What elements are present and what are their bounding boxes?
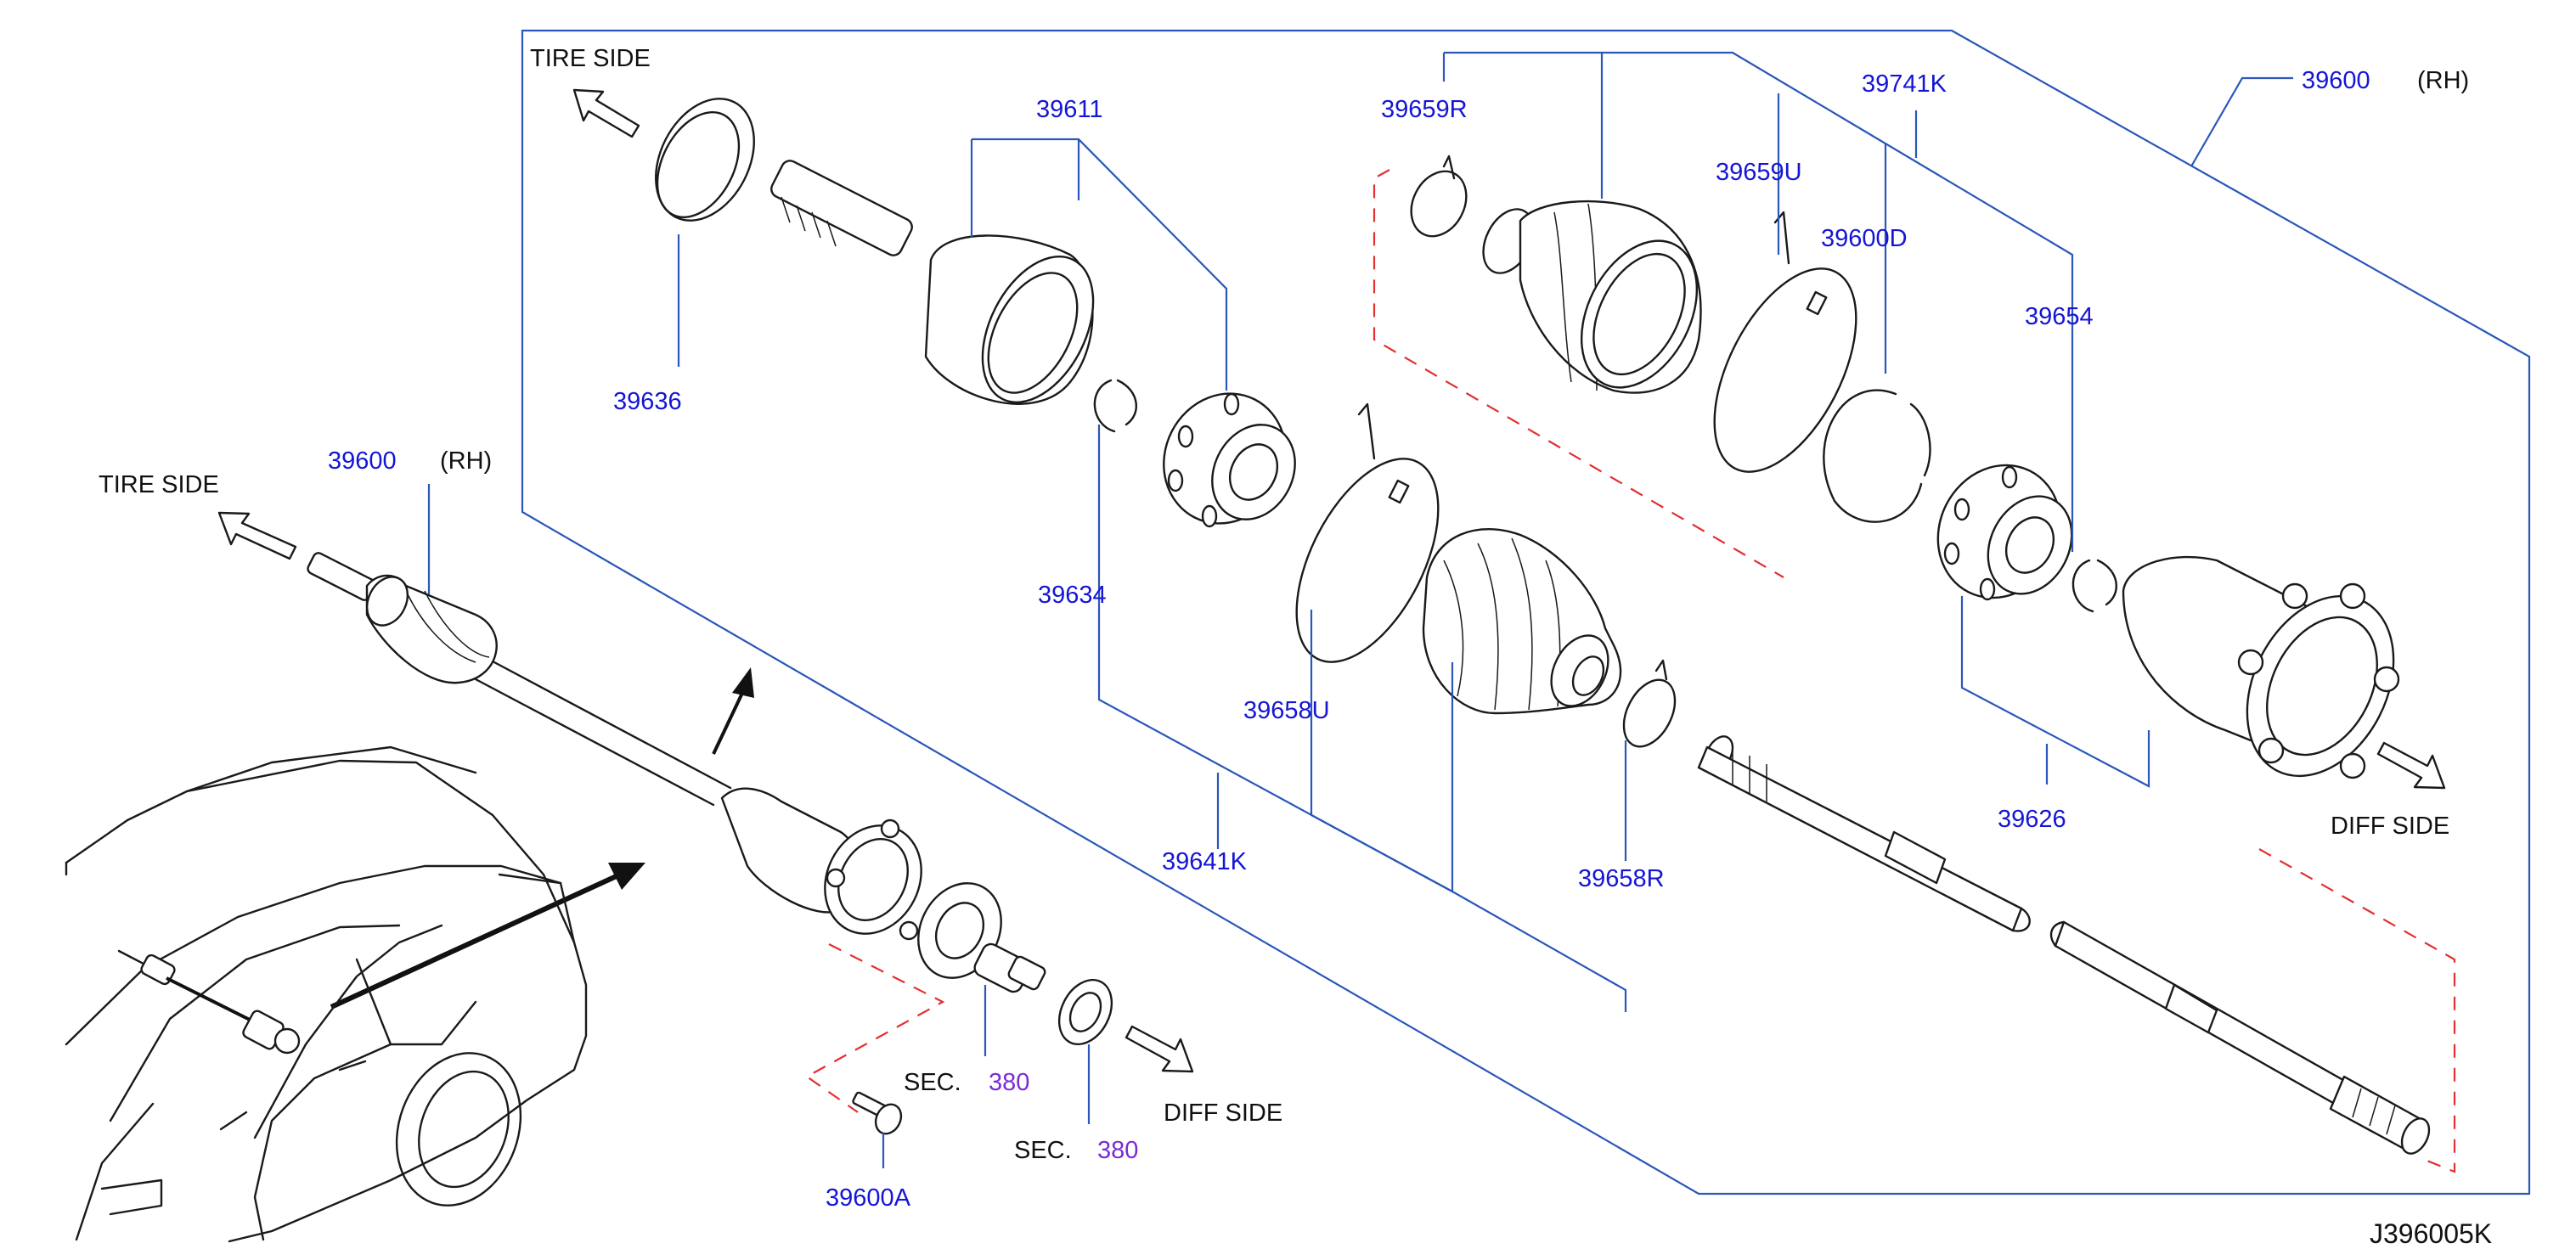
rh-label-top: (RH) [2417,67,2469,94]
part-number-39636: 39636 [613,388,682,415]
diagram-reference: J396005K [2370,1218,2492,1249]
part-number-39600D: 39600D [1821,225,1908,252]
leader-lines [427,51,2293,1168]
section-label-1: SEC. [904,1069,961,1096]
section-label-2: SEC. [1014,1137,1072,1164]
assembly-direction-arrow-up [712,667,754,755]
drive-shaft-bar [1697,735,2431,1155]
part-number-39634: 39634 [1038,582,1107,609]
vehicle-location-arrow [330,863,645,1010]
part-number-39659R: 39659R [1381,96,1468,123]
boot-band-39658R [1622,659,1677,748]
boot-band-39658U [1295,402,1440,663]
tire-side-label-top: TIRE SIDE [530,45,651,72]
bolt [852,1091,903,1135]
part-number-39611: 39611 [1036,96,1103,123]
part-number-39658R: 39658R [1578,865,1665,892]
boot-band-39659U [1713,211,1857,473]
section-number-1: 380 [989,1069,1029,1096]
assembled-drive-shaft [307,552,922,941]
part-number-39741K: 39741K [1862,70,1948,98]
circlip-39600D [1823,389,1931,523]
tire-side-arrow-top [572,88,640,138]
diff-side-flange [917,882,1046,993]
part-number-39600-top: 39600 [2302,67,2370,94]
inner-joint-cage-1 [1163,392,1296,528]
dust-shield [655,98,755,222]
snap-ring-39634 [1093,379,1137,433]
tire-side-label-left: TIRE SIDE [99,471,219,498]
guide-line-flange [804,943,945,1113]
inner-joint-cage-2 [1936,464,2073,601]
boot-band-39659R [1410,155,1468,238]
outer-joint-housing [770,160,1095,405]
part-number-39600-left: 39600 [328,447,397,475]
guide-line-shaft [2258,848,2456,1173]
diff-side-label-right: DIFF SIDE [2331,813,2449,840]
oil-seal [1057,978,1113,1046]
part-number-39600A: 39600A [826,1184,911,1212]
section-number-2: 380 [1097,1137,1138,1164]
part-number-39659U: 39659U [1716,159,1802,186]
diff-side-label-bottom: DIFF SIDE [1164,1100,1282,1127]
part-number-39626: 39626 [1998,806,2066,833]
vehicle-illustration [65,745,588,1243]
part-number-39654: 39654 [2025,303,2094,330]
guide-line-boot [1373,169,1784,578]
rh-label-left: (RH) [440,447,492,475]
assembly-frame [521,29,2531,1195]
part-number-39658U: 39658U [1243,697,1330,724]
tire-side-arrow-left [217,511,297,560]
inner-joint-housing [2122,555,2400,779]
diff-side-arrow-bottom [1125,1025,1194,1073]
joint-boot-outer [1482,200,1702,394]
joint-boot-inner [1422,528,1622,715]
part-number-39641K: 39641K [1162,848,1248,875]
snap-ring-39654 [2072,559,2117,613]
diff-side-arrow-right [2376,741,2446,790]
